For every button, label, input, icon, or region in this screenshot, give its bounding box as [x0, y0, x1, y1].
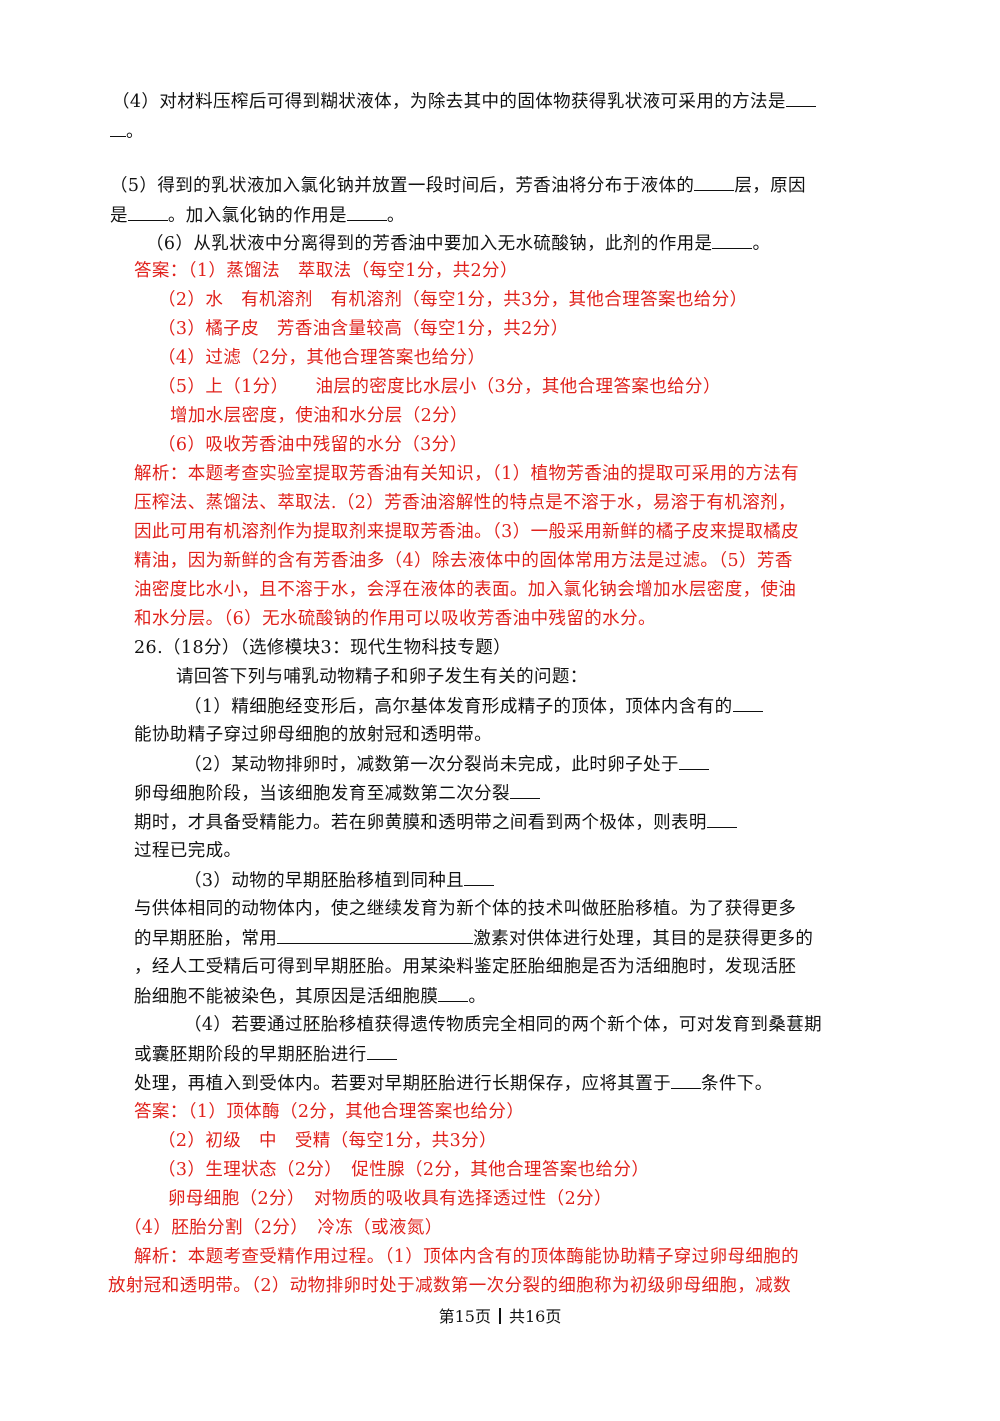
q25-4-line1: （4）对材料压榨后可得到糊状液体，为除去其中的固体物获得乳状液可采用的方法是 [112, 88, 816, 115]
q26-3-line2: 与供体相同的动物体内，使之继续发育为新个体的技术叫做胚胎移植。为了获得更多 [134, 899, 797, 919]
answer-line: 答案：（1）蒸馏法 萃取法（每空1分，共2分） [134, 261, 518, 281]
page-total: 共16页 [509, 1307, 562, 1326]
answer-blank[interactable] [671, 1070, 701, 1089]
q26-2-line4: 过程已完成。 [134, 841, 242, 861]
answer-line: （5）上（1分） 油层的密度比水层小（3分，其他合理答案也给分） [158, 377, 721, 397]
q26-4-line1: （4）若要通过胚胎移植获得遗传物质完全相同的两个新个体，可对发育到桑葚期 [184, 1015, 823, 1035]
q26-4-line2: 或囊胚期阶段的早期胚胎进行 [134, 1041, 397, 1068]
analysis-line: 油密度比水小，且不溶于水，会浮在液体的表面。加入氯化钠会增加水层密度，使油 [134, 580, 797, 600]
answer-line: 卵母细胞（2分） 对物质的吸收具有选择透过性（2分） [168, 1189, 612, 1209]
answer-line: （3）生理状态（2分） 促性腺（2分，其他合理答案也给分） [158, 1160, 650, 1180]
answer-line: 答案：（1）顶体酶（2分，其他合理答案也给分） [134, 1102, 525, 1122]
answer-blank[interactable] [694, 172, 735, 191]
answer-line: 增加水层密度，使油和水分层（2分） [170, 406, 468, 426]
q26-3-line5: 胎细胞不能被染色，其原因是活细胞膜。 [134, 983, 486, 1010]
answer-blank[interactable] [346, 202, 387, 221]
analysis-line: 精油，因为新鲜的含有芳香油多（4）除去液体中的固体常用方法是过滤。（5）芳香 [134, 551, 793, 571]
analysis-line: 解析：本题考查受精作用过程。（1）顶体内含有的顶体酶能协助精子穿过卵母细胞的 [134, 1247, 800, 1267]
q25-5-line2: 是。加入氯化钠的作用是。 [110, 202, 405, 229]
q25-6-line: （6）从乳状液中分离得到的芳香油中要加入无水硫酸钠，此剂的作用是。 [146, 230, 770, 257]
page-footer: 第15页共16页 [0, 1306, 1000, 1328]
answer-blank[interactable] [785, 88, 816, 107]
answer-line: （6）吸收芳香油中残留的水分（3分） [158, 435, 468, 455]
q25-5-line1: （5）得到的乳状液加入氯化钠并放置一段时间后，芳香油将分布于液体的层，原因 [110, 172, 806, 199]
analysis-line: 因此可用有机溶剂作为提取剂来提取芳香油。（3）一般采用新鲜的橘子皮来提取橘皮 [134, 522, 800, 542]
q26-intro: 请回答下列与哺乳动物精子和卵子发生有关的问题： [176, 667, 588, 687]
answer-blank[interactable] [712, 230, 753, 249]
q26-4-line3: 处理，再植入到受体内。若要对早期胚胎进行长期保存，应将其置于条件下。 [134, 1070, 773, 1097]
q26-2-line3: 期时，才具备受精能力。若在卵黄膜和透明带之间看到两个极体，则表明 [134, 809, 737, 836]
answer-blank[interactable] [438, 983, 469, 1002]
q26-2-line2: 卵母细胞阶段，当该细胞发育至减数第二次分裂 [134, 780, 540, 807]
answer-line: （4）过滤（2分，其他合理答案也给分） [158, 348, 486, 368]
page-number: 第15页 [438, 1307, 491, 1326]
answer-blank[interactable] [678, 751, 709, 770]
analysis-line: 解析：本题考查实验室提取芳香油有关知识，（1）植物芳香油的提取可采用的方法有 [134, 464, 800, 484]
q26-1-line1: （1）精细胞经变形后，高尔基体发育形成精子的顶体，顶体内含有的 [184, 693, 763, 720]
answer-blank[interactable] [706, 809, 737, 828]
answer-blank[interactable] [509, 780, 540, 799]
answer-blank[interactable] [366, 1041, 397, 1060]
analysis-line: 压榨法、蒸馏法、萃取法.（2）芳香油溶解性的特点是不溶于水，易溶于有机溶剂， [134, 493, 796, 513]
analysis-line: 和水分层。（6）无水硫酸钠的作用可以吸收芳香油中残留的水分。 [134, 609, 656, 629]
answer-blank[interactable] [110, 118, 126, 137]
analysis-line: 放射冠和透明带。（2）动物排卵时处于减数第一次分裂的细胞称为初级卵母细胞，减数 [108, 1276, 791, 1296]
answer-blank[interactable] [464, 867, 495, 886]
q26-3-line4: ，经人工受精后可得到早期胚胎。用某染料鉴定胚胎细胞是否为活细胞时，发现活胚 [134, 957, 797, 977]
answer-line: （2）初级 中 受精（每空1分，共3分） [158, 1131, 497, 1151]
q26-2-line1: （2）某动物排卵时，减数第一次分裂尚未完成，此时卵子处于 [184, 751, 709, 778]
answer-blank[interactable] [732, 693, 763, 712]
answer-line: （4）胚胎分割（2分） 冷冻（或液氮） [124, 1218, 443, 1238]
q25-4-line2: 。 [110, 118, 144, 145]
answer-blank[interactable] [127, 202, 168, 221]
q26-1-line2: 能协助精子穿过卵母细胞的放射冠和透明带。 [134, 725, 492, 745]
answer-line: （2）水 有机溶剂 有机溶剂（每空1分，共3分，其他合理答案也给分） [158, 290, 748, 310]
answer-line: （3）橘子皮 芳香油含量较高（每空1分，共2分） [158, 319, 569, 339]
footer-separator [499, 1308, 501, 1324]
q26-header: 26.（18分）（选修模块3：现代生物科技专题） [134, 638, 512, 658]
q26-3-line3: 的早期胚胎，常用激素对供体进行处理，其目的是获得更多的 [134, 925, 813, 952]
answer-blank[interactable] [277, 925, 474, 944]
q26-3-line1: （3）动物的早期胚胎移植到同种且 [184, 867, 495, 894]
